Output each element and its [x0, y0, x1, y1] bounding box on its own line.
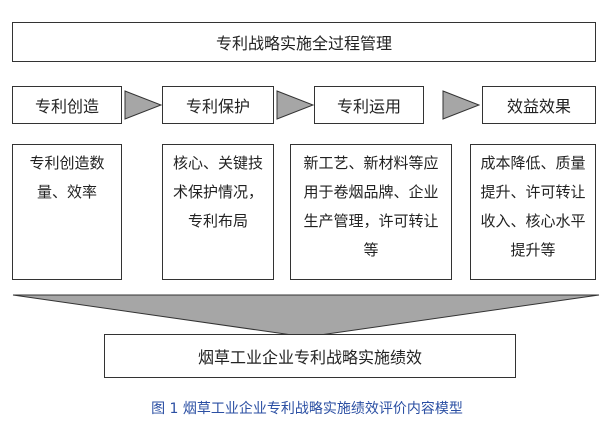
stage-creation: 专利创造 [12, 86, 122, 124]
detail-text: 专利创造数量、效率 [29, 154, 105, 201]
detail-text: 核心、关键技术保护情况，专利布局 [172, 154, 263, 230]
stage-label: 专利创造 [34, 97, 99, 116]
right-arrow-icon [276, 90, 314, 120]
outcome-title: 烟草工业企业专利战略实施绩效 [197, 348, 422, 367]
stage-label: 专利运用 [336, 97, 401, 116]
right-arrow-icon [124, 90, 162, 120]
stage-label: 效益效果 [506, 97, 571, 116]
detail-utilization: 新工艺、新材料等应用于卷烟品牌、企业生产管理，许可转让等 [290, 144, 452, 280]
detail-text: 成本降低、质量提升、许可转让收入、核心水平提升等 [480, 154, 586, 259]
outcome-box: 烟草工业企业专利战略实施绩效 [104, 334, 516, 378]
top-title-box: 专利战略实施全过程管理 [12, 22, 596, 62]
stage-label: 专利保护 [185, 97, 250, 116]
top-title: 专利战略实施全过程管理 [215, 34, 392, 53]
detail-creation: 专利创造数量、效率 [12, 144, 122, 280]
funnel-arrow-icon [12, 294, 600, 338]
stage-benefit: 效益效果 [482, 86, 596, 124]
stage-protection: 专利保护 [162, 86, 274, 124]
detail-benefit: 成本降低、质量提升、许可转让收入、核心水平提升等 [470, 144, 596, 280]
stage-utilization: 专利运用 [314, 86, 424, 124]
figure-caption: 图 1 烟草工业企业专利战略实施绩效评价内容模型 [151, 401, 463, 417]
detail-text: 新工艺、新材料等应用于卷烟品牌、企业生产管理，许可转让等 [303, 154, 439, 259]
detail-protection: 核心、关键技术保护情况，专利布局 [162, 144, 274, 280]
right-arrow-icon [442, 90, 480, 120]
